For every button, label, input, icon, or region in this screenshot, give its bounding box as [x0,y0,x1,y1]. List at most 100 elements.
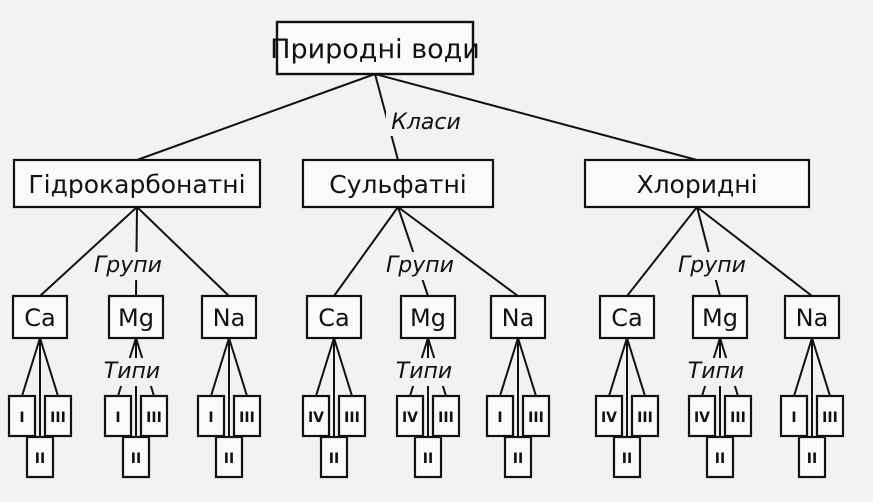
type-node-2-2-3: II [413,435,443,479]
type-node-3-3-2-label: III [822,410,838,426]
edge-class-2-to-group-3 [397,206,519,297]
type-node-2-2-1: IV [395,394,425,438]
type-node-3-3-1: I [779,394,809,438]
groups-label-3-text: Групи [678,253,746,278]
type-node-3-3-3-label: II [807,451,817,467]
groups-label-2-text: Групи [386,253,454,278]
edge-class-3-to-group-3 [696,206,813,297]
type-node-2-3-1-label: I [497,410,502,426]
group-node-1-2: Mg [107,294,165,340]
class-node-2-label: Сульфатні [329,170,467,199]
type-node-1-3-3: II [214,435,244,479]
edge-root-to-class-3 [374,73,698,161]
group-node-2-2: Mg [399,294,457,340]
type-node-3-2-1-label: IV [694,410,710,426]
edge-group-3-1-to-type-2 [626,337,646,397]
edge-group-3-3-to-type-1 [793,337,813,397]
group-node-3-2: Mg [691,294,749,340]
group-node-1-3: Na [200,294,258,340]
type-node-2-2-2-label: III [438,410,454,426]
class-node-3-label: Хлоридні [636,170,757,199]
type-node-1-3-1-label: I [208,410,213,426]
edge-group-2-3-to-type-2 [517,337,537,397]
groups-label-1-text: Групи [94,253,162,278]
type-node-2-3-3-label: II [513,451,523,467]
type-node-3-1-2-label: III [637,410,653,426]
classes-label: Класи [391,110,461,135]
type-node-2-1-1-label: IV [308,410,324,426]
edge-group-2-1-to-type-2 [333,337,353,397]
type-node-1-3-1: I [196,394,226,438]
edge-group-3-3-to-type-2 [811,337,831,397]
root-label: Природні води [270,34,480,65]
group-node-2-2-label: Mg [410,304,446,332]
edge-group-2-1-to-type-1 [315,337,335,397]
type-node-3-2-3: II [705,435,735,479]
edge-class-1-to-group-3 [136,206,230,297]
group-node-1-1: Ca [11,294,69,340]
type-node-3-1-3-label: II [622,451,632,467]
type-node-3-1-1: IV [594,394,624,438]
types-label-2: Типи [390,358,458,386]
group-node-2-1-label: Ca [318,304,349,332]
groups-label-1: Групи [94,252,162,280]
group-node-2-1: Ca [305,294,363,340]
type-node-1-2-2-label: III [146,410,162,426]
types-label-2-text: Типи [396,359,452,384]
type-node-3-2-2-label: III [730,410,746,426]
type-node-1-2-1-label: I [115,410,120,426]
type-node-1-3-2: III [232,394,262,438]
group-node-1-2-label: Mg [118,304,154,332]
edge-group-3-1-to-type-1 [608,337,628,397]
class-node-1: Гідрокарбонатні [12,158,262,209]
group-node-3-1: Ca [598,294,656,340]
type-node-2-1-3: II [319,435,349,479]
type-node-3-1-1-label: IV [601,410,617,426]
edge-root-to-class-1 [136,73,376,161]
group-node-3-3: Na [783,294,841,340]
edge-class-1-to-group-1 [39,206,138,297]
type-node-1-2-2: III [139,394,169,438]
type-node-2-3-3: II [503,435,533,479]
group-node-3-3-label: Na [796,304,829,332]
type-node-1-2-3-label: II [131,451,141,467]
type-node-2-3-2: III [521,394,551,438]
type-node-3-1-2: III [630,394,660,438]
group-node-2-3-label: Na [502,304,535,332]
type-node-2-1-3-label: II [329,451,339,467]
type-node-3-3-1-label: I [791,410,796,426]
class-node-2: Сульфатні [301,158,495,209]
class-node-1-label: Гідрокарбонатні [28,170,245,199]
type-node-3-2-2: III [723,394,753,438]
type-node-1-1-2: III [43,394,73,438]
groups-label-2: Групи [386,252,454,280]
group-node-2-3: Na [489,294,547,340]
group-node-3-1-label: Ca [611,304,642,332]
type-node-1-2-3: II [121,435,151,479]
type-node-2-2-1-label: IV [402,410,418,426]
edge-group-1-3-to-type-1 [210,337,230,397]
type-node-1-1-3: II [25,435,55,479]
edge-group-1-1-to-type-1 [21,337,41,397]
group-node-1-3-label: Na [213,304,246,332]
types-label-3: Типи [682,358,750,386]
types-label-1-text: Типи [104,359,160,384]
type-node-1-1-1-label: I [19,410,24,426]
edge-class-3-to-group-2 [696,206,721,297]
classes-level-label: Класи [386,106,466,136]
type-node-2-1-2-label: III [344,410,360,426]
type-node-2-2-2: III [431,394,461,438]
root-node: Природні води [270,20,480,76]
type-node-3-3-3: II [797,435,827,479]
edge-class-2-to-group-1 [333,206,399,297]
class-node-3: Хлоридні [583,158,811,209]
type-node-1-1-3-label: II [35,451,45,467]
groups-label-3: Групи [678,252,746,280]
type-node-3-2-3-label: II [715,451,725,467]
type-node-1-3-3-label: II [224,451,234,467]
type-node-2-3-2-label: III [528,410,544,426]
types-label-3-text: Типи [688,359,744,384]
type-node-1-3-2-label: III [239,410,255,426]
type-node-2-2-3-label: II [423,451,433,467]
edge-group-1-3-to-type-2 [228,337,248,397]
